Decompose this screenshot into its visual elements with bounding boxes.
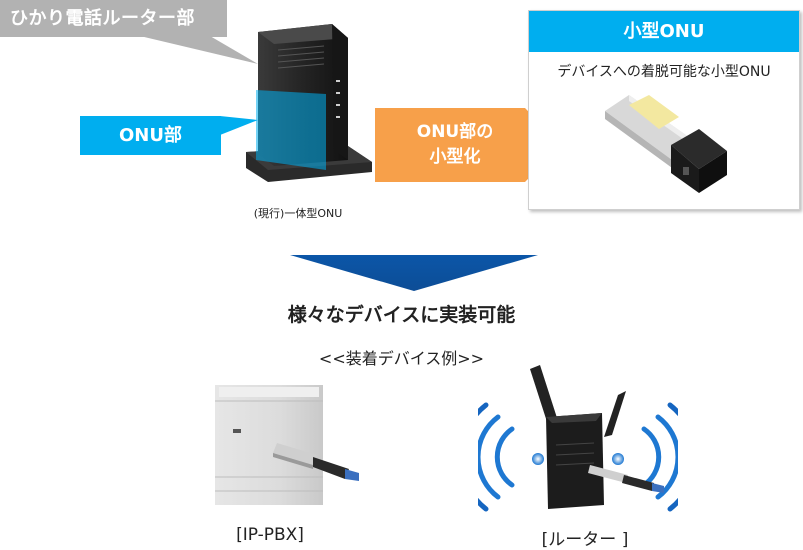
- integrated-onu-caption: (現行)一体型ONU: [253, 207, 343, 220]
- small-onu-panel-title: 小型ONU: [529, 11, 799, 52]
- callout-pointer: [140, 36, 258, 64]
- ip-pbx-caption: [IP-PBX]: [236, 525, 304, 545]
- miniaturization-arrow: [375, 108, 561, 182]
- arrow-text-line1: ONU部の: [416, 122, 494, 142]
- small-onu-description: デバイスへの着脱可能な小型ONU: [557, 64, 771, 80]
- ip-pbx-image: [215, 385, 359, 505]
- onu-label-pointer: [220, 116, 258, 135]
- router-part-callout: ひかり電話ルーター部: [0, 0, 227, 37]
- callout-label: ひかり電話ルーター部: [10, 8, 195, 29]
- onu-part-label: ONU部: [80, 116, 221, 155]
- wifi-router-image: [478, 365, 678, 512]
- example-devices-heading: <<装着デバイス例>>: [318, 349, 485, 368]
- arrow-text-line2: 小型化: [429, 147, 481, 167]
- down-arrow: [290, 255, 538, 291]
- miniaturization-arrow-text: ONU部の 小型化: [380, 120, 530, 170]
- small-onu-panel: 小型ONU デバイスへの着脱可能な小型ONU: [528, 10, 800, 210]
- sfp-module-image: [605, 95, 727, 193]
- onu-part-label-text: ONU部: [119, 125, 182, 146]
- integrated-onu-router-image: [246, 24, 372, 182]
- router-caption: [ルーター ]: [541, 530, 629, 550]
- headline: 様々なデバイスに実装可能: [287, 304, 516, 326]
